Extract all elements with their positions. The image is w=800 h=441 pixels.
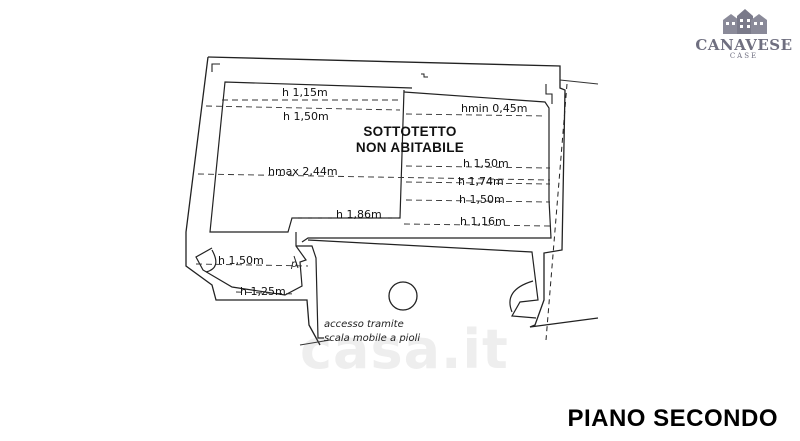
access-note-line2: scala mobile a pioli (324, 333, 421, 344)
lower-room-wall (307, 239, 539, 319)
level-line-h150-left (195, 263, 309, 267)
height-label-h150-left: h 1,50m (218, 254, 264, 267)
access-note-line1: accesso tramite (324, 319, 404, 330)
height-label-h150-r2: h 1,50m (459, 193, 505, 206)
level-line-h125 (235, 291, 297, 295)
canavese-logo: CANAVESE CASE (693, 6, 795, 64)
inner-wall-right-room (301, 91, 552, 243)
level-line-h116 (403, 223, 551, 227)
corner-mark-tl (211, 63, 220, 72)
room-title-line2: NON ABITABILE (355, 140, 465, 155)
height-label-h174: h 1,74m (458, 175, 504, 188)
height-label-h186: h 1,86m (336, 208, 382, 221)
level-line-h150-top (205, 105, 401, 111)
level-line-h150-r1 (405, 165, 551, 169)
height-label-h150-top: h 1,50m (283, 110, 329, 123)
height-label-h116: h 1,16m (460, 215, 506, 228)
roof-edge-right (559, 79, 599, 85)
room-title: SOTTOTETTO NON ABITABILE (340, 124, 480, 156)
height-label-h115: h 1,15m (282, 86, 328, 99)
outer-wall-left (185, 56, 321, 346)
level-line-h174 (405, 181, 551, 185)
stair-edge (299, 339, 331, 346)
level-line-hmax (197, 173, 551, 181)
level-line-hmin (405, 113, 547, 117)
room-title-line1: SOTTOTETTO (363, 124, 457, 139)
height-label-h125: h 1,25m (240, 285, 286, 298)
level-line-h150-r2 (405, 199, 551, 203)
corner-mark-tr (545, 84, 553, 104)
outer-wall (207, 56, 599, 328)
floor-title: PIANO SECONDO (567, 405, 778, 432)
lower-left-wall (195, 232, 307, 296)
door-swing (293, 255, 299, 269)
height-label-hmin: hmin 0,45m (461, 102, 528, 115)
ridge-line-right (545, 83, 568, 341)
door-mark: p (290, 259, 297, 270)
inner-wall-left-room (209, 81, 413, 233)
logo-name: CANAVESE (695, 36, 793, 54)
chimney-mark (421, 73, 428, 78)
logo-sub: CASE (729, 52, 759, 60)
stair-opening (296, 245, 324, 339)
logo-houses-icon (723, 9, 767, 34)
watermark: casa.it (300, 318, 509, 381)
height-label-hmax: hmax 2,44m (268, 165, 338, 178)
right-bay (509, 280, 534, 313)
left-bay (205, 249, 217, 273)
round-hatch (388, 281, 418, 311)
height-label-h150-r1: h 1,50m (463, 157, 509, 170)
